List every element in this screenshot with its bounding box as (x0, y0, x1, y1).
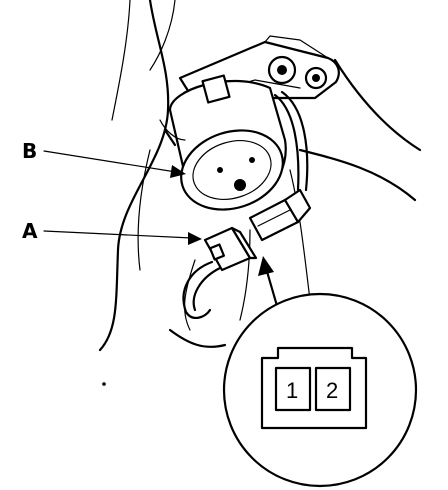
component-b-cylinder (159, 74, 287, 211)
pin-2-label: 2 (326, 378, 338, 403)
wire-harness-a (182, 260, 222, 319)
label-b: B (22, 139, 37, 163)
pin-1-label: 1 (286, 378, 298, 403)
label-a: A (22, 219, 38, 243)
wire-harness-b (273, 90, 309, 192)
connector-terminal-inset: 1 2 (222, 292, 418, 488)
callout-b: B (22, 139, 186, 178)
callout-a: A (22, 219, 202, 245)
connector-b-side (248, 188, 312, 242)
connector-a (203, 226, 258, 272)
body-panel-contours (98, 0, 422, 352)
dot-mark (102, 382, 106, 386)
